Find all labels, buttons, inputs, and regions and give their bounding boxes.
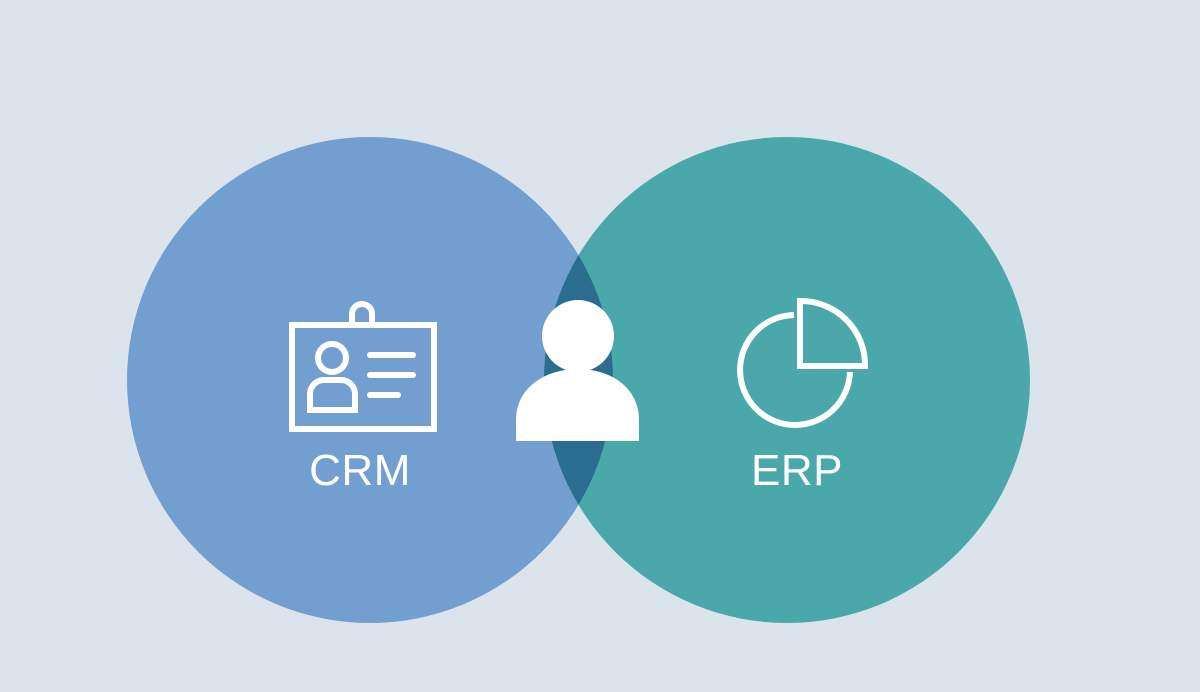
erp-label: ERP — [751, 446, 843, 495]
crm-circle — [127, 137, 613, 623]
erp-circle — [544, 137, 1030, 623]
crm-label: CRM — [309, 446, 411, 495]
pie-chart-icon — [737, 297, 869, 428]
user-icon — [516, 300, 639, 441]
id-card-icon — [289, 301, 437, 432]
